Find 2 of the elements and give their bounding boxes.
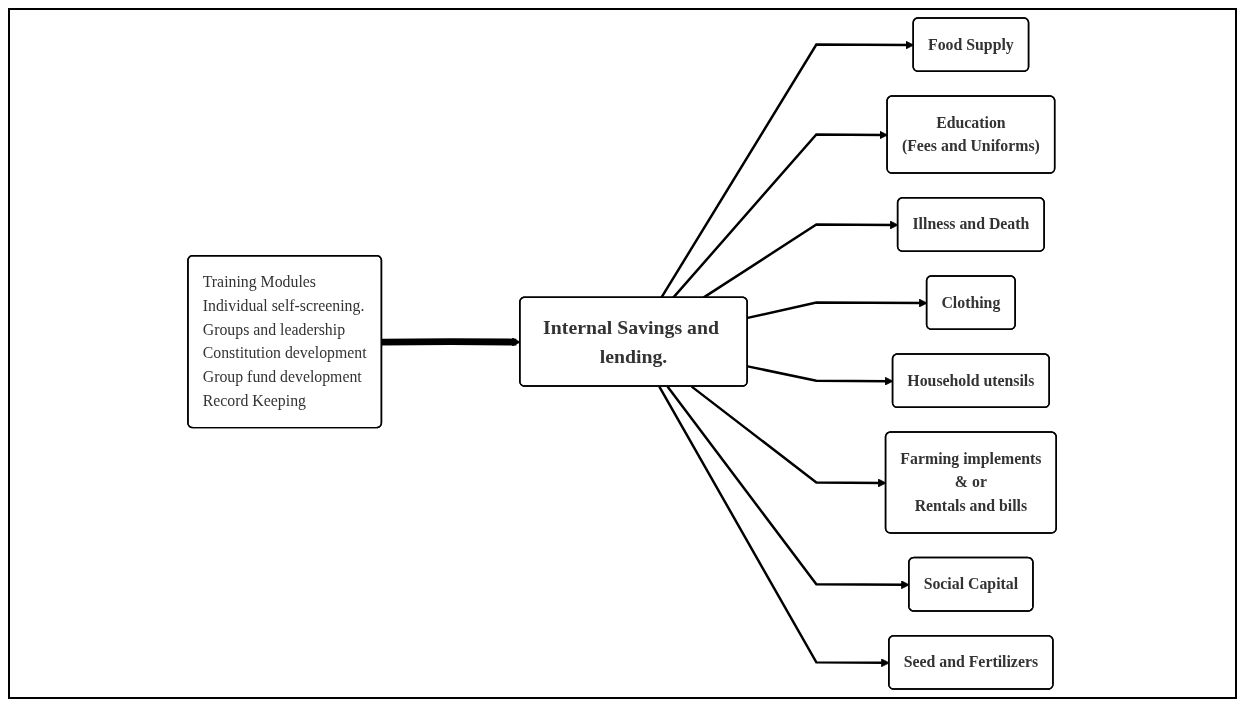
arrow (747, 298, 928, 320)
arrow (703, 220, 899, 299)
